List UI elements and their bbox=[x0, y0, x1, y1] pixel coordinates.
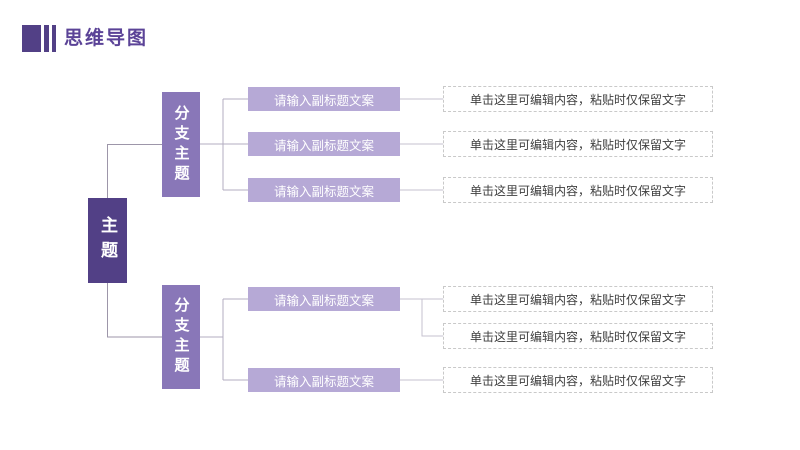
page-title: 思维导图 bbox=[64, 28, 149, 49]
mindmap-branch-node-2[interactable]: 分支主题 bbox=[162, 285, 200, 389]
bar-thin-2 bbox=[52, 25, 56, 52]
mindmap-root-node[interactable]: 主题 bbox=[88, 198, 127, 283]
bar-thin-1 bbox=[44, 25, 49, 52]
note-box-2[interactable]: 单击这里可编辑内容，粘贴时仅保留文字 bbox=[443, 131, 713, 157]
subtitle-bar-5[interactable]: 请输入副标题文案 bbox=[248, 368, 400, 392]
note-box-6[interactable]: 单击这里可编辑内容，粘贴时仅保留文字 bbox=[443, 367, 713, 393]
subtitle-bar-1[interactable]: 请输入副标题文案 bbox=[248, 87, 400, 111]
subtitle-bar-3[interactable]: 请输入副标题文案 bbox=[248, 178, 400, 202]
subtitle-bar-4[interactable]: 请输入副标题文案 bbox=[248, 287, 400, 311]
note-box-5[interactable]: 单击这里可编辑内容，粘贴时仅保留文字 bbox=[443, 323, 713, 349]
note-box-1[interactable]: 单击这里可编辑内容，粘贴时仅保留文字 bbox=[443, 86, 713, 112]
slide-header: 思维导图 bbox=[22, 25, 148, 52]
title-bars-icon bbox=[22, 25, 56, 52]
bar-block bbox=[22, 25, 41, 52]
note-box-4[interactable]: 单击这里可编辑内容，粘贴时仅保留文字 bbox=[443, 286, 713, 312]
mindmap-branch-node-1[interactable]: 分支主题 bbox=[162, 92, 200, 197]
subtitle-bar-2[interactable]: 请输入副标题文案 bbox=[248, 132, 400, 156]
note-box-3[interactable]: 单击这里可编辑内容，粘贴时仅保留文字 bbox=[443, 177, 713, 203]
